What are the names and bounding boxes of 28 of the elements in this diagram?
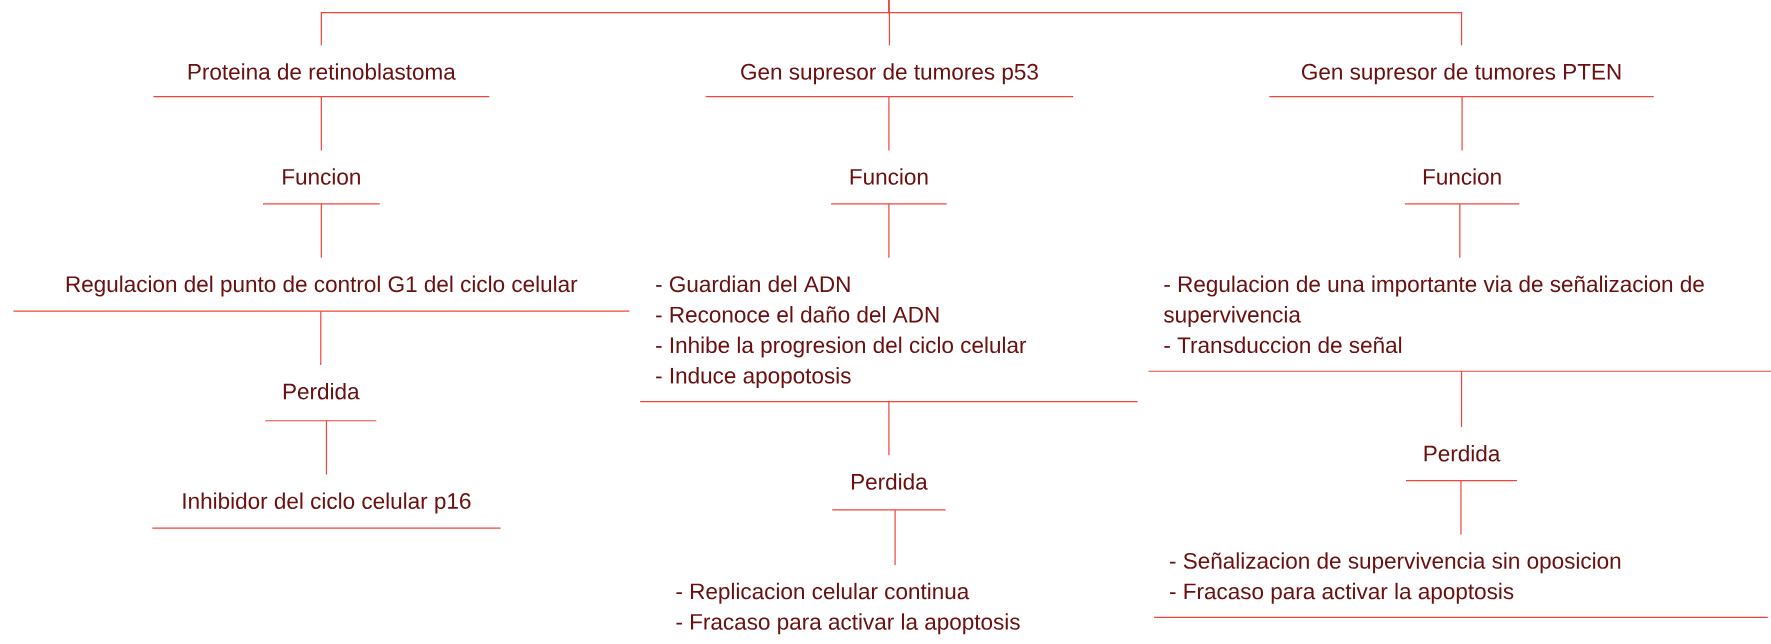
underlined-label: Regulacion del punto de control G1 del ciclo celular: [12, 275, 630, 312]
connector-line: [888, 0, 1463, 46]
underlined-label: - Guardian del ADN - Reconoce el daño del ADN - Inhibe la progresion del ciclo celular - Induce apopotosis: [639, 275, 1139, 403]
underlined-label: Gen supresor de tumores p53: [705, 63, 1074, 98]
underlined-label: - Señalizacion de supervivencia sin oposicion - Fracaso para activar la apoptosis: [1153, 552, 1769, 618]
underlined-label: Perdida: [264, 382, 377, 422]
underlined-label: Funcion: [1404, 168, 1520, 205]
connector-line: [325, 420, 328, 476]
connector-line: [320, 96, 322, 151]
connector-line: [1460, 370, 1463, 428]
connector-line: [888, 400, 890, 456]
underlined-label: Proteina de retinoblastoma: [152, 63, 490, 98]
underlined-label: Perdida: [1405, 445, 1518, 482]
connector-line: [888, 203, 890, 259]
underlined-label: - Replicacion celular continua - Fracaso para activar la apoptosis: [676, 582, 1020, 635]
connector-line: [1459, 203, 1461, 259]
connector-line: [320, 203, 322, 259]
connector-line: [888, 96, 890, 151]
connector-line: [1461, 96, 1463, 151]
connector-line: [894, 509, 896, 566]
underlined-label: - Regulacion de una importante via de señalizacion de supervivencia - Transduccion de señal: [1147, 275, 1771, 372]
underlined-label: Gen supresor de tumores PTEN: [1268, 63, 1655, 98]
underlined-label: Perdida: [831, 473, 947, 511]
connector-line: [320, 310, 322, 366]
underlined-label: Funcion: [830, 168, 948, 205]
underlined-label: Funcion: [262, 168, 381, 205]
underlined-label: Inhibidor del ciclo celular p16: [151, 492, 502, 529]
connector-line: [1460, 480, 1462, 535]
